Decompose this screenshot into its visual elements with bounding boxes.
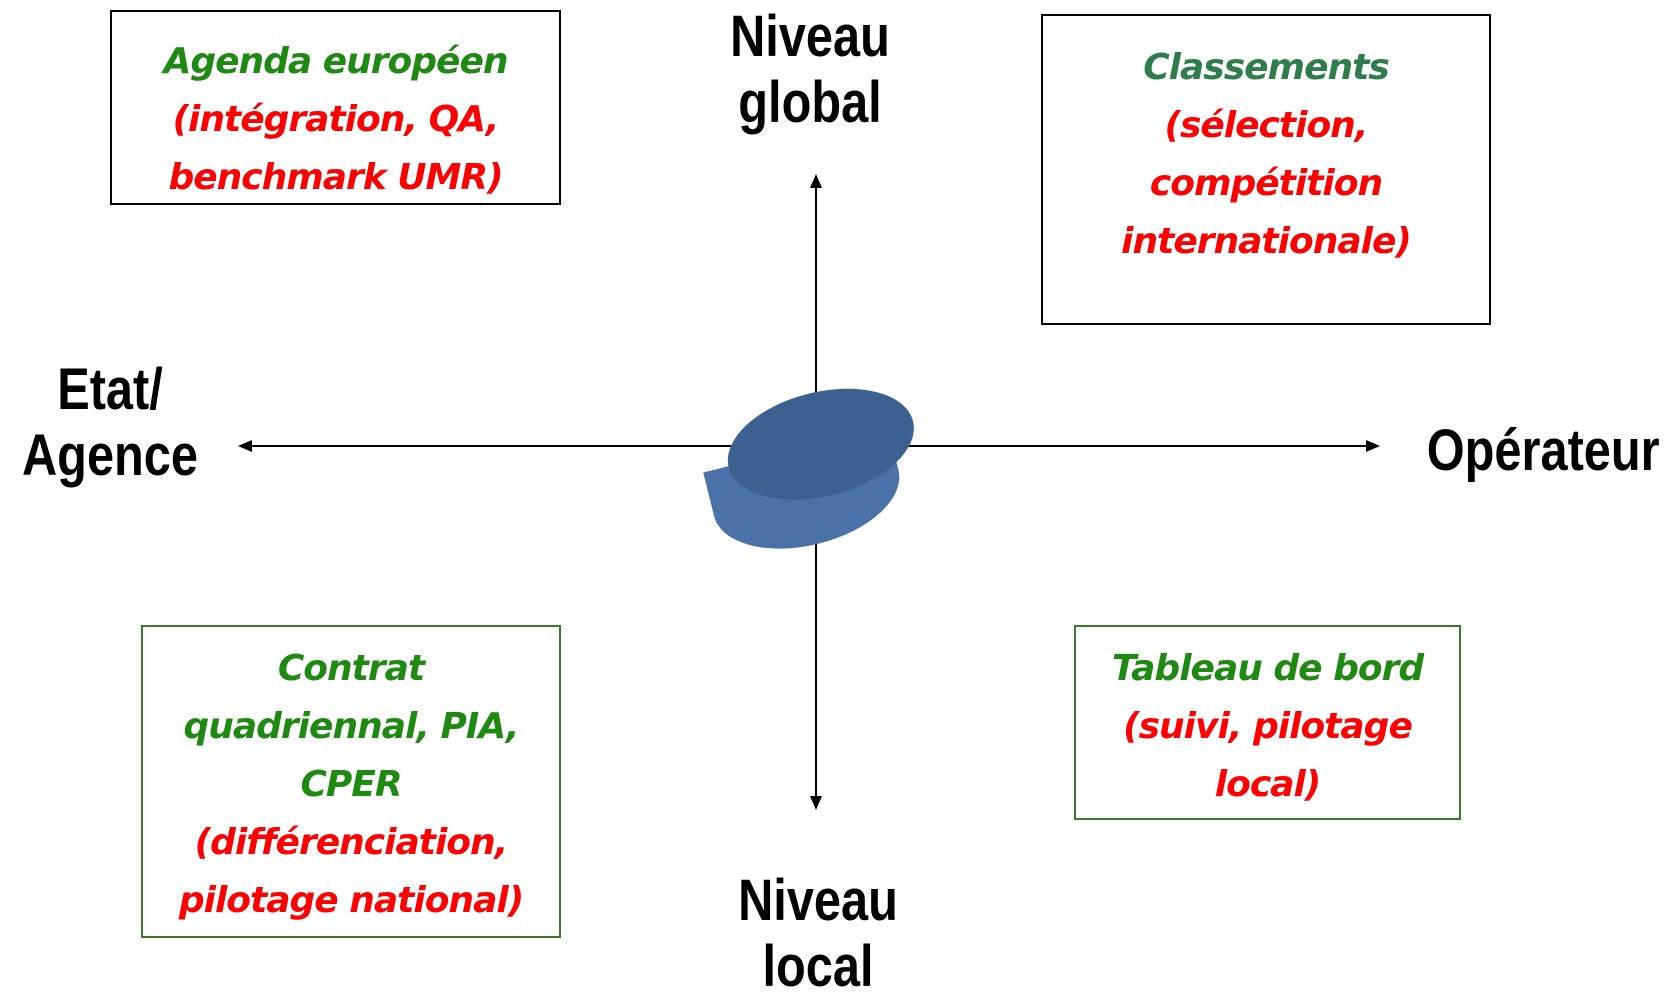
- box-bottom-left: Contrat quadriennal, PIA, CPER (différencia…: [141, 625, 561, 938]
- box-top-left: Agenda européen (intégration, QA, benchmar…: [110, 10, 561, 205]
- axis-label-bottom-line-1: Niveau: [738, 868, 898, 933]
- axis-label-top: Niveau global: [718, 4, 903, 136]
- box-top-left-line-1: Agenda européen: [163, 41, 508, 82]
- box-top-right-line-3: compétition: [1149, 163, 1383, 204]
- box-bottom-left-line-2: quadriennal, PIA,: [183, 706, 519, 747]
- center-disk: [703, 388, 914, 549]
- box-bottom-right: Tableau de bord (suivi, pilotage local): [1074, 625, 1461, 820]
- box-bottom-left-line-3: CPER: [300, 764, 402, 805]
- box-top-right-line-1: Classements: [1143, 47, 1390, 88]
- box-bottom-right-line-1: Tableau de bord: [1111, 648, 1424, 689]
- box-top-right: Classements (sélection, compétition interna…: [1041, 14, 1491, 325]
- box-top-right-line-4: internationale): [1121, 221, 1412, 262]
- axis-label-left-line-2: Agence: [21, 423, 198, 488]
- box-top-left-line-2: (intégration, QA,: [172, 99, 500, 140]
- box-top-left-line-3: benchmark UMR): [168, 157, 503, 198]
- axis-label-right: Opérateur: [1426, 418, 1660, 484]
- box-bottom-right-line-3: local): [1214, 764, 1322, 805]
- axis-label-left-line-1: Etat/: [57, 357, 163, 422]
- box-bottom-left-line-1: Contrat: [277, 648, 425, 689]
- box-bottom-left-line-5: pilotage national): [178, 880, 524, 921]
- axis-label-bottom: Niveau local: [726, 868, 911, 1000]
- box-bottom-left-line-4: (différenciation,: [194, 822, 509, 863]
- axis-label-left: Etat/ Agence: [18, 357, 203, 489]
- axis-label-bottom-line-2: local: [762, 934, 874, 999]
- axis-label-right-line-1: Opérateur: [1426, 418, 1660, 483]
- axis-label-top-line-2: global: [738, 70, 882, 135]
- axis-label-top-line-1: Niveau: [730, 4, 890, 69]
- box-top-right-line-2: (sélection,: [1164, 105, 1369, 146]
- box-bottom-right-line-2: (suivi, pilotage: [1123, 706, 1413, 747]
